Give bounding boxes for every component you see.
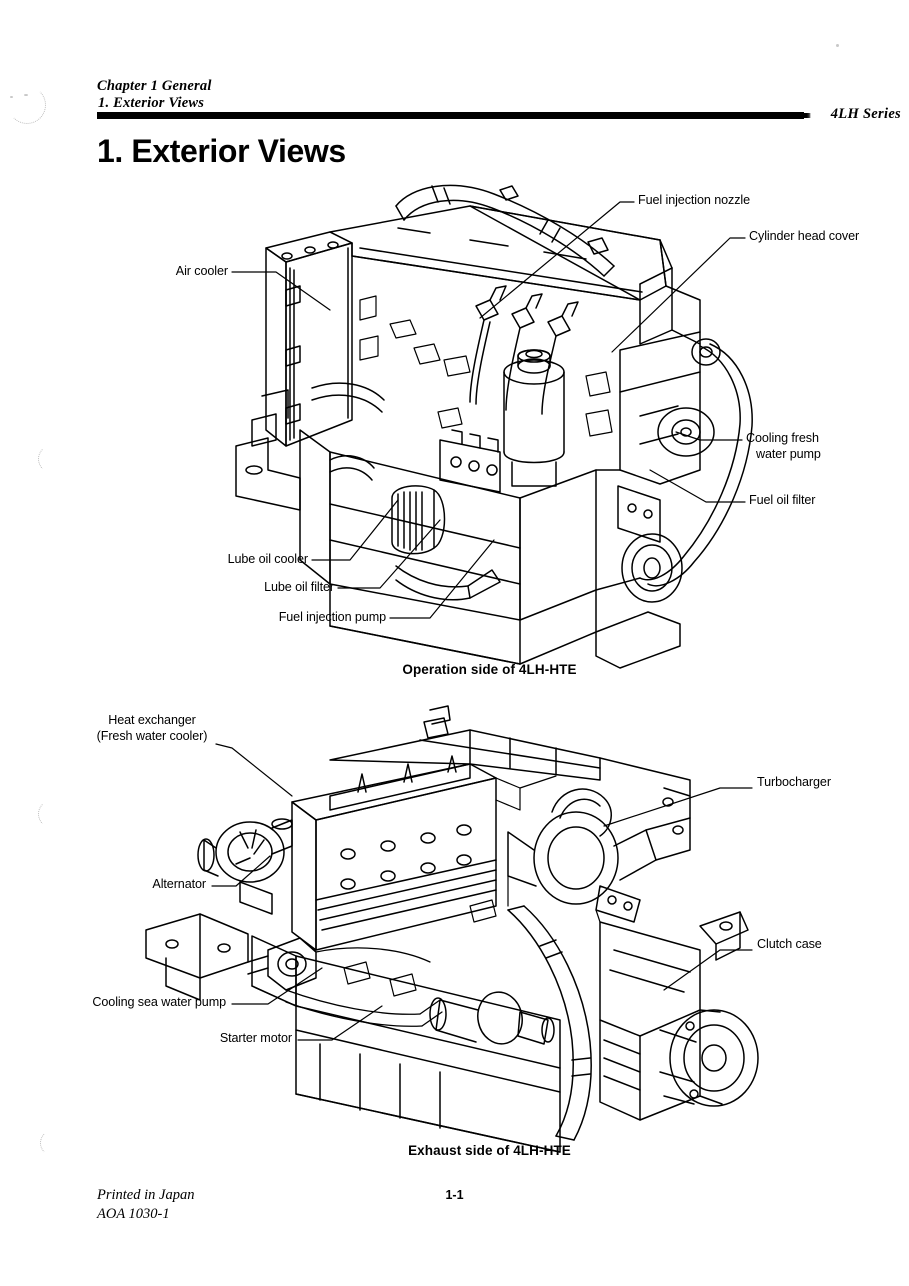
running-head-section: 1. Exterior Views — [98, 94, 205, 111]
callout-heat-exchanger-line2: (Fresh water cooler) — [96, 728, 208, 743]
page-number: 1-1 — [445, 1188, 464, 1202]
footer-printed-in: Printed in Japan — [97, 1187, 195, 1203]
callout-fuel-oil-filter: Fuel oil filter — [749, 493, 816, 507]
callout-fuel-injection-pump: Fuel injection pump — [278, 610, 386, 624]
callout-air-cooler: Air cooler — [175, 264, 228, 278]
caption-operation-side: Operation side of 4LH-HTE — [402, 662, 577, 677]
callout-turbocharger: Turbocharger — [757, 775, 831, 789]
callout-starter-motor: Starter motor — [219, 1031, 292, 1045]
callout-heat-exchanger-line1: Heat exchanger — [108, 713, 196, 727]
figure-operation-side — [231, 184, 753, 669]
figure-exhaust-side — [0, 700, 909, 1160]
footer-imprint: Printed in Japan AOA 1030-1 — [97, 1186, 194, 1224]
callout-lube-oil-filter: Lube oil filter — [264, 580, 334, 594]
page-title: 1. Exterior Views — [97, 133, 346, 169]
caption-exhaust-side: Exhaust side of 4LH-HTE — [408, 1143, 571, 1158]
callout-lube-oil-cooler: Lube oil cooler — [227, 552, 309, 566]
callout-cooling-fresh-water-pump-line2: water pump — [756, 446, 821, 461]
running-head: Chapter 1 General 1. Exterior Views — [97, 78, 212, 111]
callout-fuel-injection-nozzle: Fuel injection nozzle — [638, 193, 751, 207]
series-label: 4LH Series — [830, 106, 901, 122]
callout-alternator: Alternator — [152, 877, 206, 891]
header-rule — [97, 112, 811, 119]
callout-heat-exchanger: Heat exchanger (Fresh water cooler) — [86, 713, 218, 744]
callout-clutch-case: Clutch case — [757, 937, 822, 951]
callout-cooling-fresh-water-pump-line1: Cooling fresh — [746, 431, 819, 445]
leader-lines — [211, 743, 753, 1041]
footer-doc-code: AOA 1030-1 — [97, 1206, 170, 1222]
running-head-chapter: Chapter 1 General — [97, 78, 212, 94]
callout-cooling-fresh-water-pump: Cooling fresh water pump — [746, 431, 821, 462]
callout-cylinder-head-cover: Cylinder head cover — [749, 229, 860, 243]
callout-cooling-sea-water-pump: Cooling sea water pump — [92, 995, 226, 1009]
